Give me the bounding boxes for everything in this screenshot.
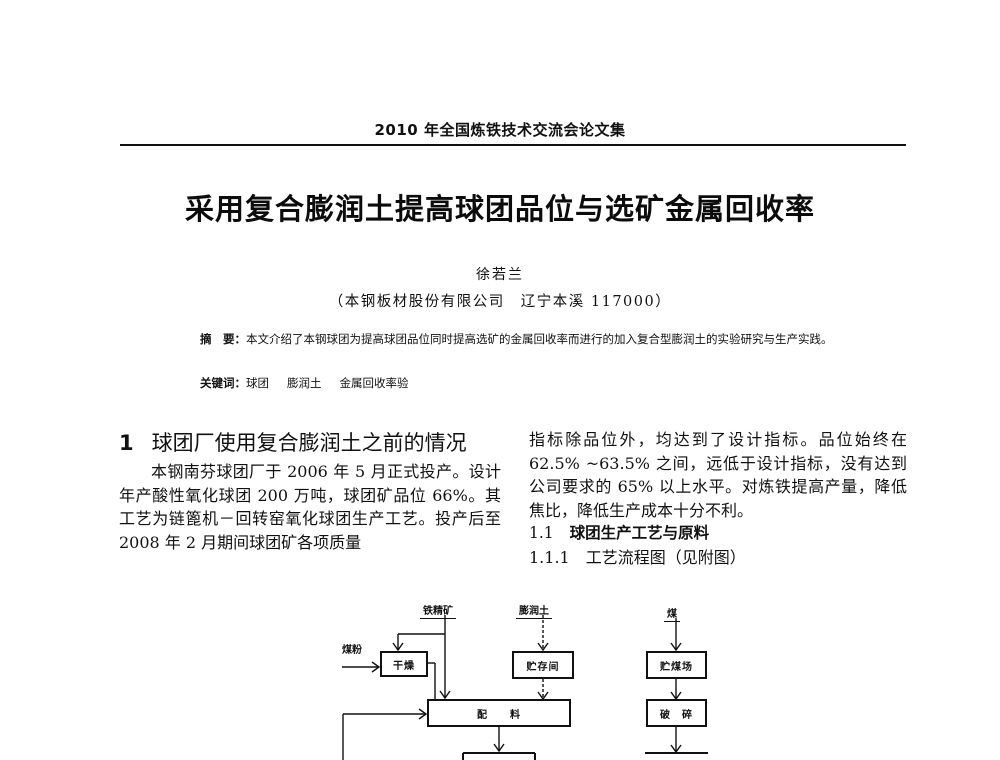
keyword: 球团 (246, 376, 269, 390)
subsection-number: 1.1 (529, 524, 554, 542)
subsubsection-title: 工艺流程图（见附图） (585, 547, 746, 567)
column-left: 1 球团厂使用复合膨润土之前的情况 本钢南芬球团厂于 2006 年 5 月正式投产… (119, 428, 501, 554)
keywords: 关键词：球团 膨润土 金属回收率验 (200, 375, 427, 391)
running-head: 2010 年全国炼铁技术交流会论文集 (374, 121, 626, 139)
column-right: 指标除品位外，均达到了设计指标。品位始终在 62.5% ~63.5% 之间，远低… (529, 428, 907, 569)
abstract-label: 摘 要： (200, 332, 246, 346)
section-heading: 1 球团厂使用复合膨润土之前的情况 (119, 428, 501, 459)
keyword: 膨润土 (287, 376, 322, 390)
box-coal-yard: 贮煤场 (646, 651, 707, 679)
source-bentonite: 膨润土 (516, 602, 552, 619)
keywords-label: 关键词： (200, 376, 246, 390)
body-paragraph: 本钢南芬球团厂于 2006 年 5 月正式投产。设计年产酸性氧化球团 200 万… (119, 462, 501, 552)
affiliation: （本钢板材股份有限公司 辽宁本溪 117000） (328, 294, 672, 310)
box-batching: 配 料 (427, 699, 571, 727)
section-title: 球团厂使用复合膨润土之前的情况 (151, 431, 467, 455)
section-number: 1 (119, 431, 134, 455)
body-paragraph: 指标除品位外，均达到了设计指标。品位始终在 62.5% ~63.5% 之间，远低… (529, 430, 907, 520)
box-drying: 干燥 (380, 651, 428, 677)
source-iron-concentrate: 铁精矿 (420, 602, 456, 619)
keyword: 金属回收率验 (339, 376, 409, 390)
box-storage: 贮存间 (512, 651, 574, 679)
label-coal-powder: 煤粉 (342, 645, 362, 656)
paper-title: 采用复合膨润土提高球团品位与选矿金属回收率 (184, 192, 815, 226)
box-crushing: 破 碎 (646, 699, 707, 727)
source-coal: 煤 (664, 605, 680, 622)
subsection-heading: 1.1 球团生产工艺与原料 (529, 522, 907, 546)
header-rule (120, 144, 906, 146)
subsubsection-number: 1.1.1 (529, 547, 570, 567)
subsubsection-heading: 1.1.1 工艺流程图（见附图） (529, 546, 907, 570)
subsection-title: 球团生产工艺与原料 (569, 524, 710, 542)
author: 徐若兰 (476, 267, 524, 283)
abstract-text: 本文介绍了本钢球团为提高球团品位同时提高选矿的金属回收率而进行的加入复合型膨润土… (246, 332, 833, 346)
abstract: 摘 要：本文介绍了本钢球团为提高球团品位同时提高选矿的金属回收率而进行的加入复合… (200, 329, 840, 350)
